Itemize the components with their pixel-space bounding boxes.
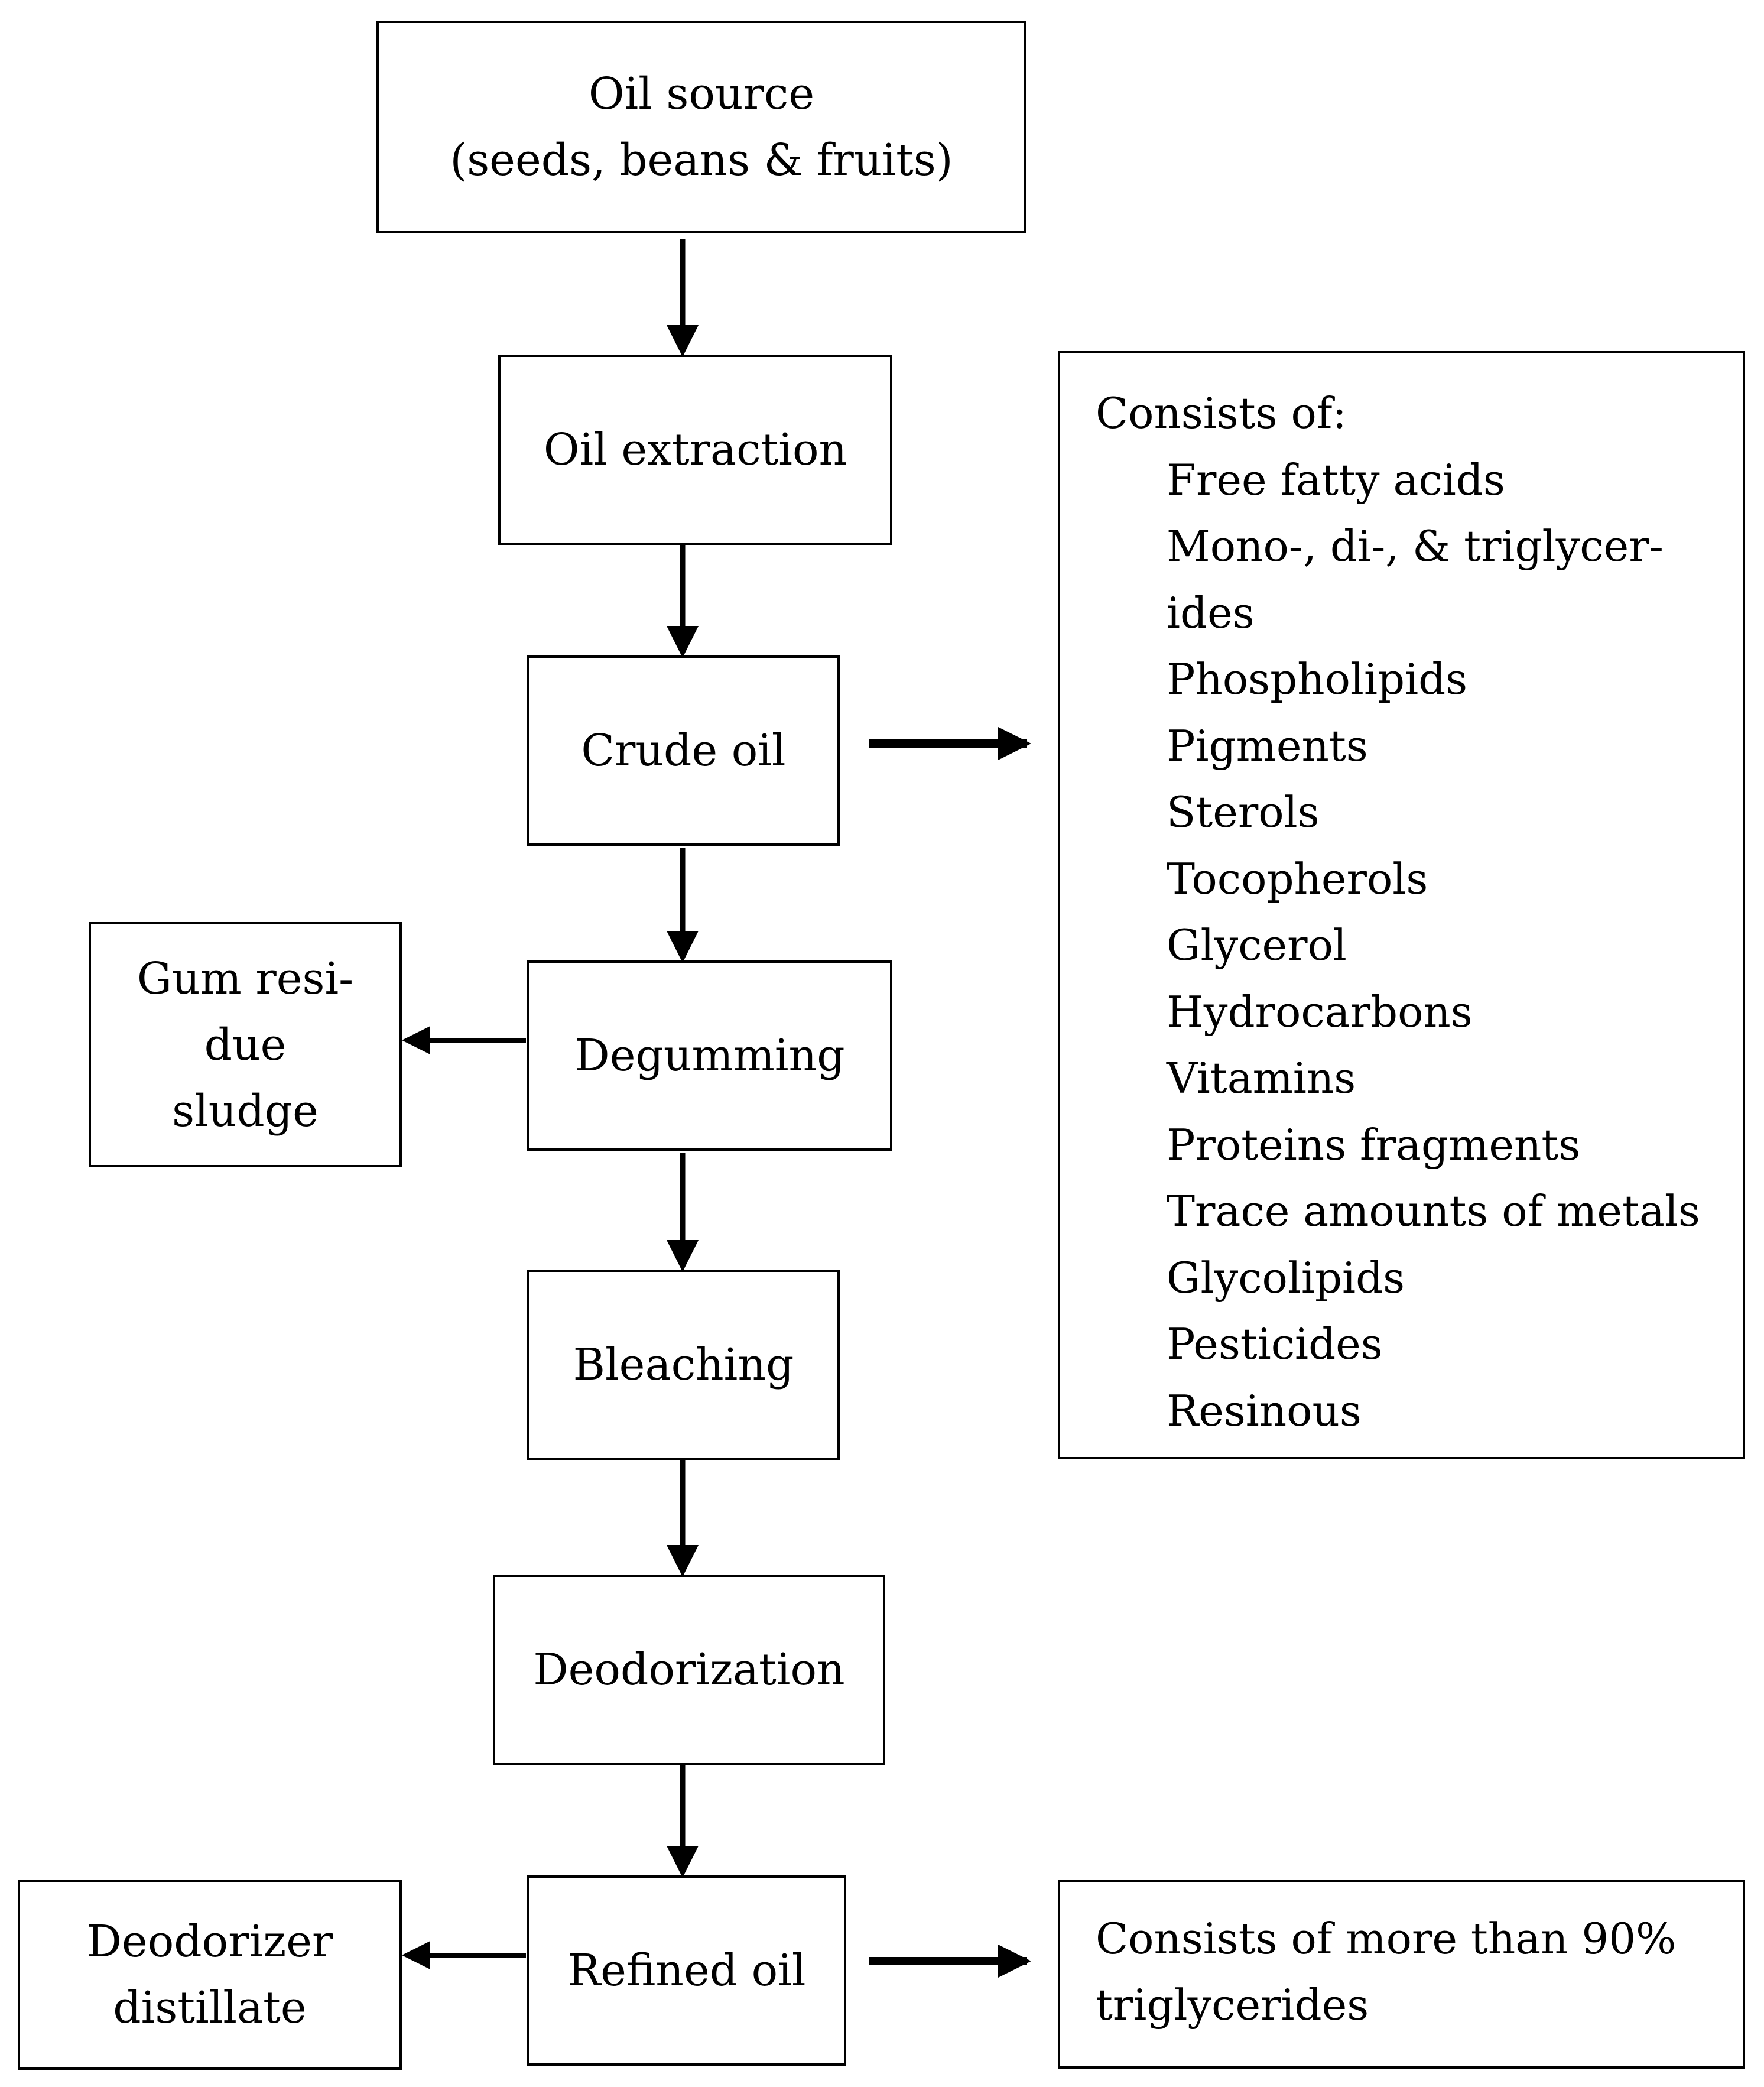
degumming-box: Degumming — [527, 960, 892, 1151]
oil-source-subtitle: (seeds, beans & fruits) — [450, 135, 953, 186]
degumming-label: Degumming — [574, 1030, 845, 1081]
gum-residue-sludge-box: Gum resi- due sludge — [89, 922, 402, 1167]
crude-oil-composition-box: Consists of: Free fatty acids Mono-, di-… — [1058, 351, 1745, 1459]
deodorization-label: Deodorization — [533, 1644, 845, 1695]
refined-oil-box: Refined oil — [527, 1875, 846, 2066]
composition-item: Pesticides — [1167, 1319, 1383, 1369]
composition-item: Pigments — [1167, 720, 1368, 771]
refined-oil-composition-box: Consists of more than 90% triglycerides — [1058, 1880, 1745, 2069]
oil-extraction-box: Oil extraction — [498, 355, 892, 545]
oil-source-box: Oil source (seeds, beans & fruits) — [376, 21, 1026, 233]
deodorization-box: Deodorization — [493, 1575, 885, 1765]
composition-item: Resinous — [1167, 1385, 1362, 1436]
gum-residue-line3: sludge — [172, 1085, 319, 1137]
composition-item: Sterols — [1167, 787, 1320, 837]
refined-composition-line1: Consists of more than 90% — [1096, 1914, 1677, 1963]
composition-item: Glycolipids — [1167, 1252, 1405, 1303]
bleaching-box: Bleaching — [527, 1270, 840, 1460]
deodorizer-distillate-box: Deodorizer distillate — [18, 1880, 402, 2070]
deodorizer-distillate-line2: distillate — [113, 1982, 307, 2033]
gum-residue-line2: due — [204, 1019, 287, 1070]
oil-extraction-label: Oil extraction — [543, 424, 847, 475]
composition-item: Tocopherols — [1167, 853, 1428, 904]
composition-item: Proteins fragments — [1167, 1119, 1581, 1170]
composition-item: Phospholipids — [1167, 654, 1468, 704]
composition-item: ides — [1167, 588, 1255, 638]
deodorizer-distillate-line1: Deodorizer — [86, 1916, 333, 1967]
composition-item: Hydrocarbons — [1167, 986, 1473, 1037]
composition-item: Glycerol — [1167, 920, 1347, 970]
crude-oil-label: Crude oil — [581, 725, 786, 776]
oil-source-title: Oil source — [588, 69, 815, 119]
composition-item: Mono-, di-, & triglycer- — [1167, 521, 1664, 571]
refined-composition-line2: triglycerides — [1096, 1980, 1369, 2030]
bleaching-label: Bleaching — [573, 1339, 794, 1390]
composition-item: Free fatty acids — [1167, 455, 1505, 505]
gum-residue-line1: Gum resi- — [137, 953, 354, 1004]
composition-item: Vitamins — [1167, 1053, 1356, 1103]
composition-item: Trace amounts of metals — [1167, 1186, 1700, 1236]
composition-heading: Consists of: — [1096, 388, 1347, 438]
crude-oil-box: Crude oil — [527, 655, 840, 846]
refined-oil-label: Refined oil — [567, 1945, 806, 1996]
